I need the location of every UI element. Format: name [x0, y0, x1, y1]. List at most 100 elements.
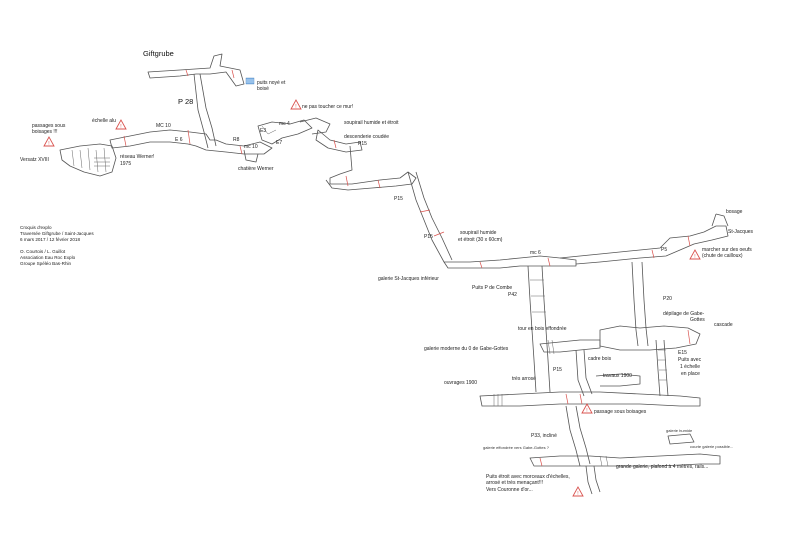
label-puits-etroit-3: Vers Couronne d'or...	[486, 487, 533, 493]
shaft-p42	[527, 265, 551, 393]
svg-text:!: !	[295, 104, 296, 110]
passage-werner	[59, 143, 117, 177]
passage-lower-level	[479, 391, 701, 407]
label-p15-c: P15	[553, 367, 562, 373]
svg-text:!: !	[586, 408, 587, 414]
label-p15-a: P15	[394, 196, 403, 202]
label-descenderie-2: P15	[358, 141, 367, 147]
warning-icon: !	[581, 403, 593, 414]
label-puits-combe: Puits P de Combe	[472, 285, 512, 291]
label-travaux-1900: travaux 1900	[603, 373, 632, 379]
shaft-p15	[407, 171, 453, 263]
label-marcher-1: marcher sur des oeufs	[702, 247, 752, 253]
label-galerie-moderne: galerie moderne du 0 de Gabe-Gottes	[424, 346, 509, 352]
warning-icon: !	[290, 99, 302, 110]
label-chatiere-werner: chatière Werner	[238, 166, 274, 172]
label-versatz: Versatz XVIII	[20, 157, 49, 163]
label-depilage-1: dépilage de Gabe-	[663, 311, 704, 317]
warning-icon: !	[43, 136, 55, 147]
label-p15-b: P15	[424, 234, 433, 240]
credit-line: Traversée Giftgrube / Saint-Jacques	[20, 231, 94, 237]
shaft-p20	[631, 261, 649, 347]
label-e3: E3	[260, 128, 266, 134]
label-p33: P33, incliné	[531, 433, 557, 439]
label-mc10-a: MC 10	[156, 123, 171, 129]
shaft-puits-etroit	[585, 465, 601, 495]
credit-line: Groupe Spéléo Bas-Rhin	[20, 261, 72, 267]
label-soupirail-2-2: et étroit (30 x 60cm)	[458, 237, 503, 243]
label-courte-galerie: courte galerie possible...	[690, 444, 733, 449]
label-ne-pas-toucher: ne pas toucher ce mur!	[302, 104, 353, 110]
label-e6: E 6	[175, 137, 183, 143]
credit-line: 6 mars 2017 / 12 février 2018	[20, 237, 81, 243]
label-puits-etroit-1: Puits étroit avec morceaux d'échelles,	[486, 474, 570, 480]
label-r8: R8	[233, 137, 240, 143]
label-depilage-2: Gottes	[690, 317, 705, 323]
label-galerie-humide: galerie humide	[666, 428, 693, 433]
shaft-p28	[193, 73, 217, 149]
cave-passages	[59, 53, 729, 495]
label-puits-noye-2: boisé	[257, 86, 269, 92]
svg-text:!: !	[577, 491, 578, 497]
water-icon	[245, 77, 255, 85]
label-ouvrages-1900: ouvrages 1900	[444, 380, 477, 386]
label-mc4: mc 4	[279, 121, 290, 127]
label-echelle-alu: échelle alu	[92, 118, 116, 124]
label-p20: P20	[663, 296, 672, 302]
passage-upper-gallery	[559, 225, 729, 265]
credit-line: Croquis d'explo	[20, 225, 52, 230]
label-descenderie-1: descenderie coudée	[344, 134, 389, 140]
label-st-jacques: St-Jacques	[728, 229, 754, 235]
credit-line: Association Eau Roc Explo	[20, 254, 76, 260]
warning-icon: !	[115, 119, 127, 130]
passage-descenderie	[325, 145, 417, 191]
chamber-depilage	[599, 325, 701, 351]
warning-signs: ! ! ! ! ! !	[43, 99, 701, 497]
svg-text:!: !	[120, 124, 121, 130]
shaft-p33	[565, 405, 591, 467]
passage-galerie-moderne	[539, 339, 601, 353]
map-labels: Giftgrube P 28 puits noyé et boisé ne pa…	[20, 49, 754, 493]
warning-icon: !	[572, 486, 584, 497]
label-puits-etroit-2: arrosé et très menaçant!!!	[486, 480, 543, 486]
passage-travaux-1900	[595, 373, 641, 387]
label-cadre-bois: cadre bois	[588, 356, 612, 362]
warning-icon: !	[689, 249, 701, 260]
label-boisage: bosage	[726, 209, 743, 215]
svg-text:!: !	[694, 254, 695, 260]
label-galerie-effondree: galerie effondrée vers Gabe-Gottes ?	[483, 445, 550, 450]
passage-entrance	[147, 53, 245, 87]
passage-galerie-sj	[443, 255, 577, 269]
label-p5: P5	[661, 247, 667, 253]
label-tres-arrose: très arrosé	[512, 376, 536, 382]
label-marcher-2: (chute de cailloux)	[702, 253, 743, 259]
label-cascade: cascade	[714, 322, 733, 328]
label-passages-sous-1: passages sous	[32, 123, 66, 129]
label-soupirail-humide: soupirail humide et étroit	[344, 120, 399, 126]
label-passage-sous-boisages: passage sous boisages	[594, 409, 647, 415]
map-title: Giftgrube	[143, 49, 174, 58]
label-e15-4: en place	[681, 371, 700, 377]
label-reseau-werner-1: réseau Werner!	[120, 154, 154, 160]
label-mc10-b: mc 10	[244, 144, 258, 150]
label-grande-galerie: grande galerie, plafond à 4 mètres, rail…	[616, 464, 708, 470]
label-reseau-werner-2: 1975	[120, 161, 131, 167]
survey-credits: Croquis d'explo Traversée Giftgrube / Sa…	[20, 225, 130, 267]
passage-mc10	[109, 129, 273, 155]
label-puits-noye-1: puits noyé et	[257, 80, 286, 86]
label-e7: E7	[276, 140, 282, 146]
label-soupirail-2-1: soupirail humide	[460, 230, 497, 236]
svg-text:!: !	[48, 141, 49, 147]
label-p28: P 28	[178, 97, 193, 106]
credit-line: O. Courtois / L. Guillot	[20, 248, 66, 254]
passage-soupirail	[315, 129, 363, 153]
label-e15-3: 1 échelle	[680, 364, 700, 370]
label-galerie-sj-inf: galerie St-Jacques inférieur	[378, 276, 439, 282]
label-mc6: mc 6	[530, 250, 541, 256]
label-tour-bois: tour en bois effondrée	[518, 326, 567, 332]
label-e15-1: E15	[678, 350, 687, 356]
label-passages-sous-2: boisages !!!	[32, 129, 58, 135]
passage-e3-mc4	[257, 119, 313, 145]
label-p42: P42	[508, 292, 517, 298]
